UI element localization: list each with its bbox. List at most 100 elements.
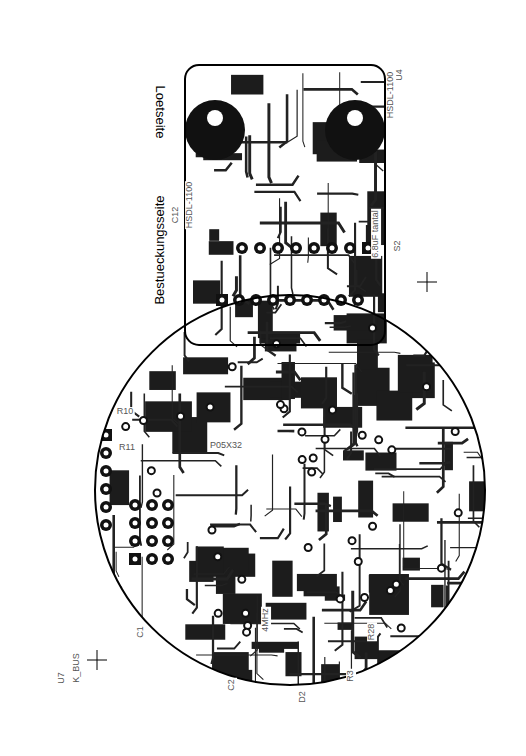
- copper-pour: [196, 546, 224, 574]
- drill-hole: [104, 487, 109, 492]
- via: [369, 523, 376, 530]
- drill-hole: [312, 246, 317, 251]
- trace: [294, 504, 330, 506]
- pad: [318, 294, 330, 306]
- via: [140, 417, 147, 424]
- silkscreen-label: HSDL-1100: [386, 71, 396, 119]
- silkscreen-label: R3: [346, 669, 356, 683]
- trace: [351, 546, 428, 549]
- copper-pour: [145, 401, 192, 432]
- pad: [308, 242, 320, 254]
- trace: [260, 223, 345, 232]
- pad: [100, 465, 112, 477]
- trace: [141, 461, 222, 467]
- trace: [250, 505, 252, 522]
- via: [177, 413, 184, 420]
- via: [398, 625, 405, 632]
- via: [369, 325, 376, 332]
- via: [242, 610, 249, 617]
- via: [355, 558, 362, 565]
- trace: [365, 653, 366, 712]
- trace: [278, 430, 295, 433]
- trace: [211, 616, 213, 664]
- trace: [325, 657, 328, 723]
- via: [308, 468, 315, 475]
- trace: [184, 542, 188, 558]
- via: [388, 446, 395, 453]
- trace: [447, 582, 523, 585]
- pad: [100, 501, 112, 513]
- via: [423, 383, 430, 390]
- drill-hole: [330, 246, 335, 251]
- trace: [140, 475, 141, 545]
- trace: [279, 94, 287, 147]
- board-outline: [185, 65, 385, 345]
- copper-pour: [209, 229, 219, 241]
- via: [387, 587, 394, 594]
- drill-hole: [348, 246, 353, 251]
- trace: [234, 366, 241, 430]
- drill-hole: [294, 246, 299, 251]
- pad: [162, 499, 174, 511]
- trace: [344, 373, 353, 451]
- via: [455, 509, 462, 516]
- silkscreen-label: 6.8uF tantal: [371, 209, 381, 259]
- pad: [146, 499, 158, 511]
- copper-pour: [185, 624, 225, 639]
- via: [207, 404, 214, 411]
- silkscreen-label: S2: [393, 239, 403, 252]
- via: [299, 456, 306, 463]
- trace: [303, 464, 306, 520]
- trace: [307, 592, 342, 596]
- trace: [325, 321, 346, 323]
- trace: [217, 642, 240, 649]
- capacitor-pad: [347, 110, 363, 126]
- copper-pour: [197, 392, 231, 422]
- pad: [216, 294, 228, 306]
- trace: [330, 326, 351, 327]
- copper-pour: [333, 497, 342, 522]
- trace: [254, 192, 300, 201]
- drill-hole: [150, 539, 155, 544]
- via: [361, 594, 368, 601]
- via: [298, 428, 305, 435]
- copper-pour: [378, 293, 397, 312]
- trace: [230, 307, 237, 347]
- via: [229, 363, 236, 370]
- trace: [403, 491, 404, 566]
- via: [208, 526, 215, 533]
- drill-hole: [166, 503, 171, 508]
- copper-pour: [285, 652, 301, 676]
- pad: [146, 535, 158, 547]
- drill-hole: [166, 539, 171, 544]
- trace: [233, 276, 236, 296]
- silkscreen-label: 4MHz: [261, 607, 271, 633]
- trace: [256, 176, 299, 185]
- via: [375, 436, 382, 443]
- trace: [342, 363, 351, 394]
- trace: [405, 572, 464, 579]
- trace: [284, 629, 303, 633]
- board-outline: [95, 295, 485, 685]
- pad: [352, 294, 364, 306]
- trace: [285, 486, 290, 539]
- via: [243, 629, 250, 636]
- silkscreen-label: R11: [118, 443, 136, 453]
- trace: [335, 572, 343, 651]
- trace: [116, 552, 119, 577]
- trace: [196, 654, 277, 656]
- copper-pour: [376, 391, 412, 421]
- trace: [437, 428, 443, 492]
- trace: [210, 525, 256, 533]
- trace: [305, 429, 340, 435]
- drill-hole: [150, 503, 155, 508]
- drill-hole: [288, 298, 293, 303]
- trace: [324, 623, 391, 629]
- silkscreen-label: D2: [298, 690, 308, 704]
- trace: [443, 380, 452, 411]
- copper-pour: [365, 453, 396, 471]
- trace: [134, 557, 143, 636]
- drill-hole: [150, 521, 155, 526]
- copper-pour: [369, 574, 409, 615]
